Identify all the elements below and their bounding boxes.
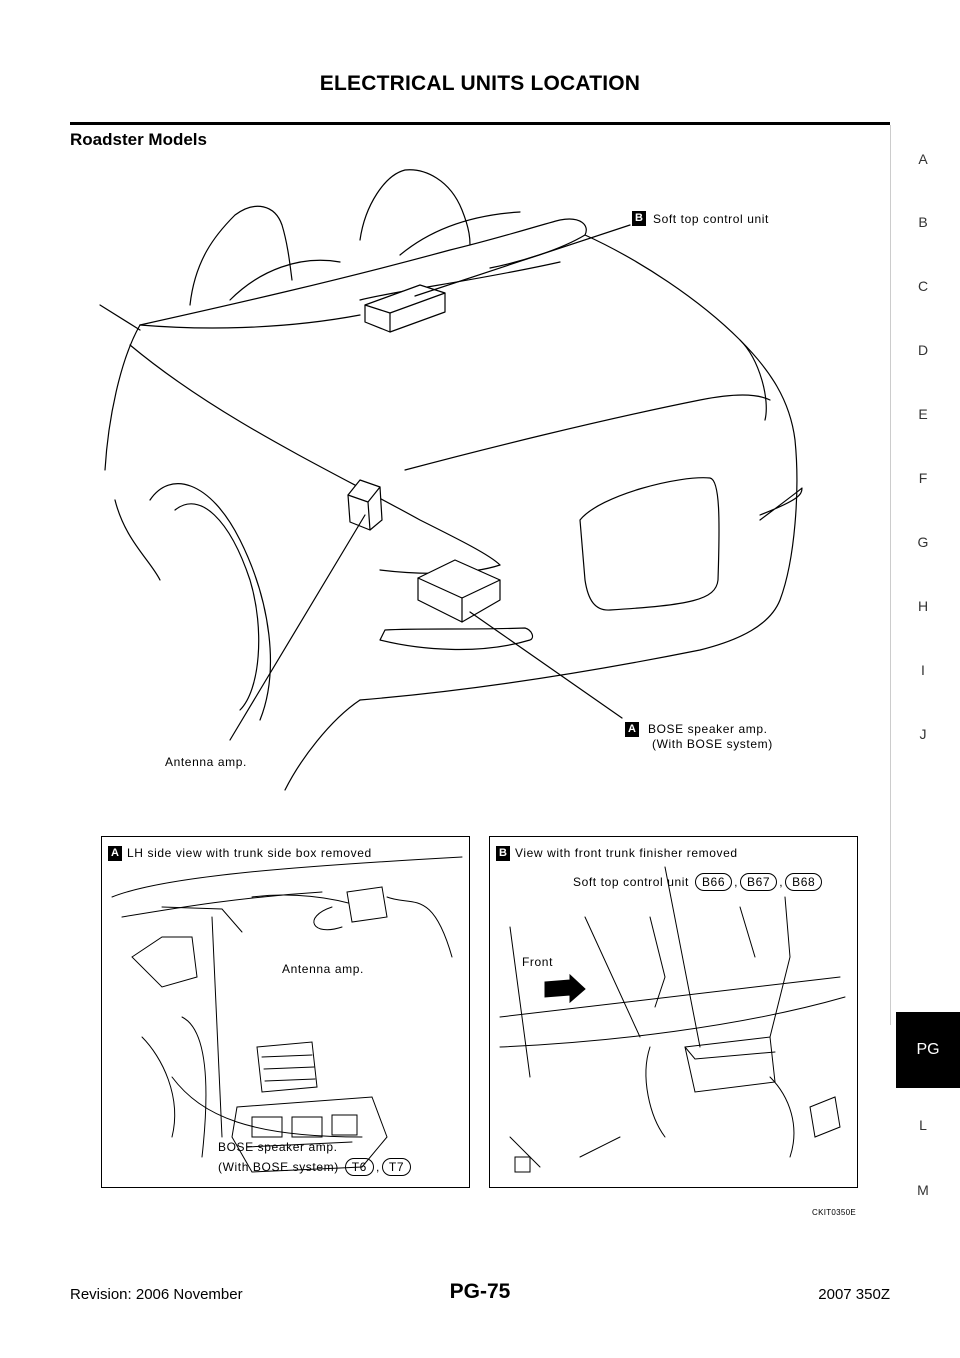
detail-b-marker: B bbox=[496, 846, 510, 861]
section-heading: Roadster Models bbox=[70, 130, 207, 149]
detail-b-unit-label: Soft top control unit B66,B67,B68 bbox=[573, 873, 824, 891]
trunk-side-illustration bbox=[111, 856, 463, 1173]
callout-a-marker: A bbox=[625, 722, 639, 737]
connector-b68: B68 bbox=[785, 873, 823, 891]
side-index-letter: E bbox=[918, 406, 928, 422]
detail-a-bose-note-text: (With BOSE system) bbox=[218, 1160, 339, 1174]
side-index-letter: A bbox=[918, 151, 928, 167]
detail-a-marker: A bbox=[108, 846, 122, 861]
side-index-tab-pg[interactable]: PG bbox=[896, 1012, 960, 1088]
detail-a-bose-note: (With BOSE system) T6,T7 bbox=[218, 1158, 413, 1176]
side-index-letter: I bbox=[921, 662, 925, 678]
page-title: ELECTRICAL UNITS LOCATION bbox=[319, 72, 641, 95]
side-index-letter: H bbox=[917, 598, 929, 614]
front-trunk-illustration bbox=[499, 866, 846, 1173]
title-divider bbox=[70, 122, 890, 125]
detail-b-title: View with front trunk finisher removed bbox=[515, 846, 738, 860]
detail-panel-b bbox=[489, 836, 858, 1188]
front-direction-label: Front bbox=[522, 955, 554, 969]
side-index-letter: B bbox=[918, 214, 928, 230]
detail-a-bose-label: BOSE speaker amp. bbox=[218, 1140, 338, 1154]
side-index-letter: G bbox=[917, 534, 929, 550]
side-index-letter: D bbox=[917, 342, 929, 358]
connector-separator: , bbox=[779, 875, 784, 889]
side-index-letter: C bbox=[917, 278, 929, 294]
detail-b-unit-text: Soft top control unit bbox=[573, 875, 689, 889]
connector-b67: B67 bbox=[740, 873, 778, 891]
detail-a-antenna-label: Antenna amp. bbox=[282, 962, 364, 976]
bose-speaker-amp-label: BOSE speaker amp. bbox=[648, 722, 768, 736]
connector-separator: , bbox=[734, 875, 739, 889]
soft-top-control-unit-label: Soft top control unit bbox=[653, 212, 769, 226]
connector-t7: T7 bbox=[381, 1158, 412, 1176]
antenna-amp-label: Antenna amp. bbox=[165, 755, 247, 769]
callout-b-marker: B bbox=[632, 211, 646, 226]
detail-panel-a bbox=[101, 836, 470, 1188]
connector-t6: T6 bbox=[344, 1158, 374, 1176]
connector-b66: B66 bbox=[694, 873, 733, 891]
detail-a-title: LH side view with trunk side box removed bbox=[127, 846, 372, 860]
side-index-letter: J bbox=[919, 726, 927, 742]
connector-separator: , bbox=[375, 1160, 380, 1174]
side-index-letter: L bbox=[919, 1117, 927, 1133]
side-index-letter: F bbox=[918, 470, 928, 486]
bose-system-note: (With BOSE system) bbox=[652, 737, 773, 751]
side-index-letter: M bbox=[917, 1182, 929, 1198]
footer-page-number: PG-75 bbox=[449, 1280, 511, 1303]
footer-revision: Revision: 2006 November bbox=[70, 1286, 243, 1303]
footer-model: 2007 350Z bbox=[818, 1286, 890, 1303]
side-index-rule bbox=[890, 125, 891, 1025]
figure-code: CKIT0350E bbox=[812, 1208, 857, 1217]
